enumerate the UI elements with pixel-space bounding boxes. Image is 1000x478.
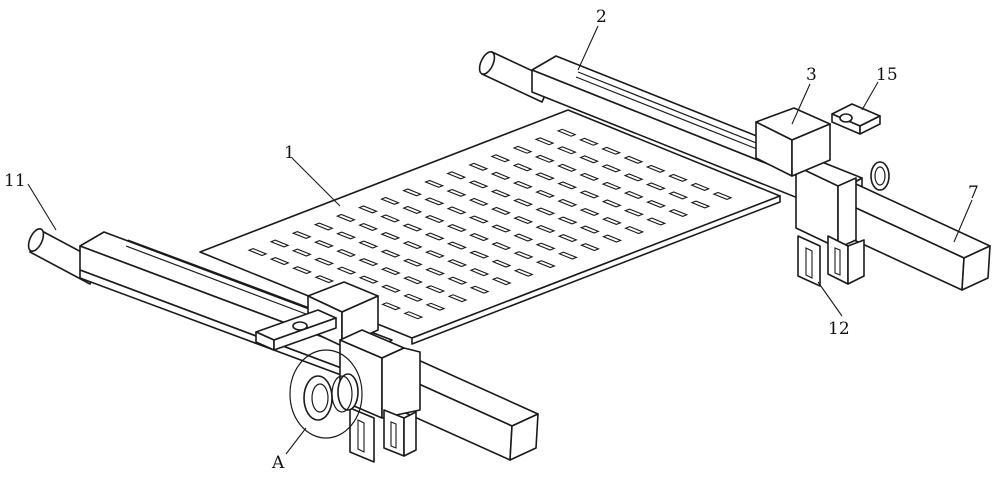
callout-11: 11	[4, 171, 26, 191]
leader-2	[578, 26, 598, 70]
leader-11	[28, 184, 56, 230]
callout-a: A	[271, 453, 285, 473]
callout-2: 2	[596, 7, 607, 27]
leader-1	[292, 158, 340, 206]
leader-a	[286, 428, 306, 454]
callout-15: 15	[876, 65, 898, 85]
back-brackets	[798, 236, 864, 286]
back-hook	[832, 104, 880, 134]
back-knob	[871, 162, 889, 190]
callout-1: 1	[284, 143, 295, 163]
leader-12	[818, 282, 842, 316]
callout-7: 7	[968, 183, 979, 203]
callout-3: 3	[806, 65, 817, 85]
leader-15	[862, 82, 878, 110]
callout-12: 12	[828, 319, 850, 339]
